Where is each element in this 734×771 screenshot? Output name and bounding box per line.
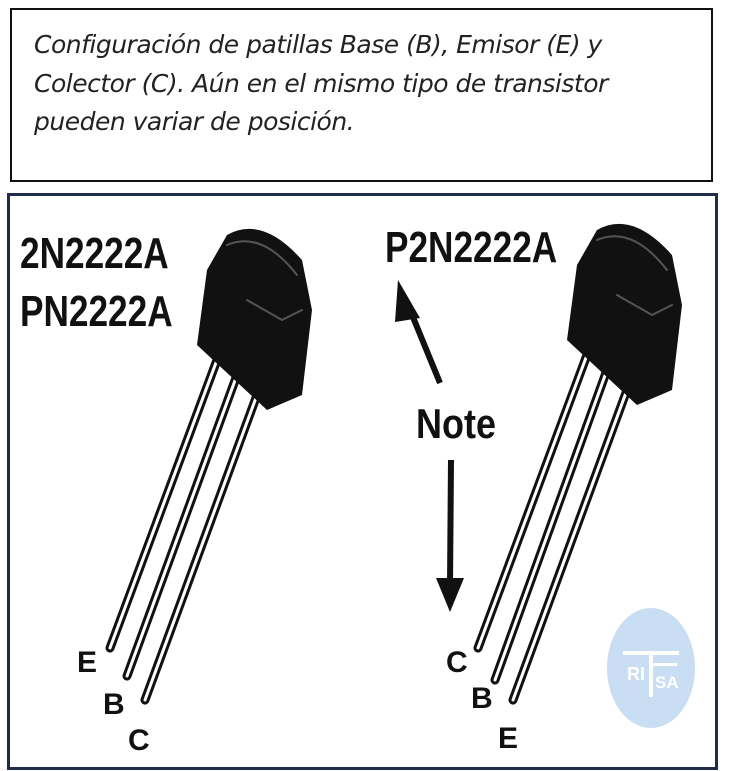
right-transistor [473, 223, 682, 705]
note-arrow-up [395, 280, 443, 385]
figure-frame [7, 193, 718, 770]
svg-text:RI: RI [627, 664, 645, 684]
part-number-p2n2222a: P2N2222A [385, 223, 558, 272]
note-label: Note [416, 400, 496, 447]
right-pin-b: B [471, 682, 493, 715]
part-number-pn2222a: PN2222A [20, 287, 173, 336]
left-pin-c: C [128, 724, 150, 757]
svg-text:SA: SA [655, 673, 679, 692]
caption-text: Configuración de patillas Base (B), Emis… [34, 30, 608, 136]
ritsa-logo: RI SA [607, 608, 695, 728]
caption-box: Configuración de patillas Base (B), Emis… [10, 8, 713, 182]
part-number-2n2222a: 2N2222A [20, 229, 169, 278]
left-transistor [105, 228, 312, 705]
left-pin-b: B [103, 688, 125, 721]
note-arrow-down [436, 459, 464, 612]
left-pin-e: E [77, 646, 97, 679]
right-pin-c: C [446, 646, 468, 679]
right-pin-e: E [498, 722, 518, 755]
